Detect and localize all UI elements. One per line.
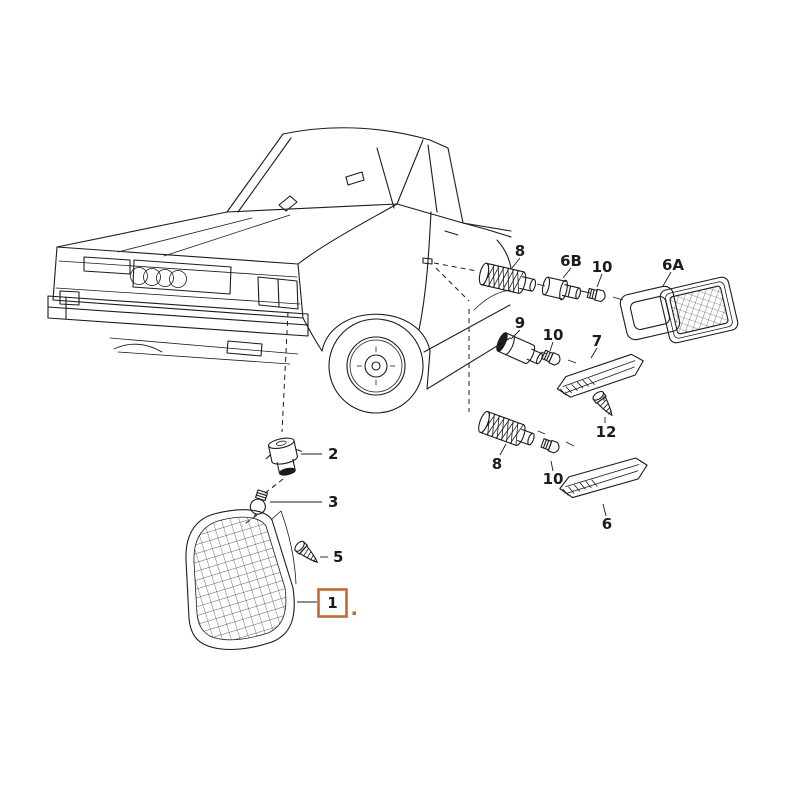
- car-hood: [56, 203, 398, 265]
- car-left-signal: [59, 290, 80, 306]
- part-7-side-marker-lamp: [552, 351, 649, 401]
- part-5-screw: [292, 539, 322, 568]
- car-rear-deck: [462, 222, 512, 269]
- callout-6: 6: [602, 515, 612, 533]
- car-fascia: [52, 246, 304, 319]
- callouts: 2 3 5 1 8 6B 10 6A 9 10 7 12 8 10 6: [270, 242, 684, 618]
- car-far-wheel-hint: [113, 343, 163, 353]
- car-far-a-pillar: [396, 139, 424, 205]
- car-grille: [132, 259, 232, 295]
- part-3-bulb: [249, 489, 269, 518]
- car-c-pillar: [447, 147, 464, 224]
- car-airdam: [109, 337, 299, 365]
- part-6a-side-marker-lamp: [659, 276, 739, 344]
- callout-10-top: 10: [592, 258, 613, 276]
- callout-9: 9: [515, 314, 525, 332]
- leader-marker-to-row1: [433, 262, 478, 272]
- leader-marker-to-row2: [435, 267, 470, 302]
- car-illustration: [47, 127, 512, 414]
- callout-1-dot: [352, 611, 356, 615]
- part-10-bulb-bottom: [540, 437, 562, 455]
- car-roof: [282, 127, 449, 149]
- part-9-bulb-carrier: [494, 330, 546, 370]
- callout-5: 5: [333, 548, 343, 566]
- car-quarter-window: [427, 144, 438, 213]
- car-a-pillar: [226, 133, 292, 213]
- part-10-bulb-mid: [540, 348, 563, 367]
- car-headlamp-right: [257, 276, 299, 310]
- callout-1-highlight-box: [317, 588, 348, 618]
- callout-2: 2: [328, 445, 338, 463]
- car-b-pillar: [376, 147, 395, 209]
- car-hood-creases: [117, 214, 291, 257]
- car-front-wheel: [328, 318, 424, 414]
- leader-part2-to-part3: [263, 478, 284, 495]
- callout-7: 7: [592, 332, 602, 350]
- callout-8-bottom: 8: [492, 455, 502, 473]
- callout-10-mid: 10: [543, 326, 564, 344]
- callout-8-top: 8: [515, 242, 525, 260]
- car-beltline: [396, 203, 512, 238]
- part-10-bulb-top: [586, 287, 607, 303]
- part-8-bulb-carrier-bottom: [475, 409, 538, 451]
- car-fog-lamp: [226, 340, 263, 357]
- part-6-side-marker-lamp: [556, 455, 651, 501]
- car-wheel-arch: [302, 313, 431, 390]
- callout-1: 1: [327, 594, 337, 612]
- callout-6b: 6B: [560, 252, 582, 270]
- car-windshield-base: [226, 203, 398, 213]
- callout-3: 3: [328, 493, 338, 511]
- car-headlamp-left: [83, 256, 131, 275]
- leader-headlamp-to-part2: [281, 311, 289, 433]
- part-8-bulb-carrier-top: [477, 261, 539, 298]
- car-door-line: [418, 211, 432, 331]
- callout-6a: 6A: [662, 256, 684, 274]
- part-1-turn-signal-lens: [185, 509, 297, 650]
- car-side-marker-location: [422, 257, 433, 265]
- part-6b-holder: [540, 275, 583, 305]
- part-6a-gasket: [619, 285, 681, 341]
- car-interior-mirror: [345, 171, 365, 186]
- car-bumper: [47, 295, 309, 337]
- part-12-screw: [590, 389, 618, 420]
- audi-rings-logo: [130, 267, 187, 288]
- car-door-handle: [444, 230, 459, 236]
- car-grille-bands: [55, 260, 301, 305]
- callout-10-bottom: 10: [543, 470, 564, 488]
- part-2-bulb-holder: [265, 437, 302, 476]
- axis-stubs: [536, 283, 624, 447]
- car-side-mirror: [278, 195, 298, 212]
- callout-12: 12: [596, 423, 617, 441]
